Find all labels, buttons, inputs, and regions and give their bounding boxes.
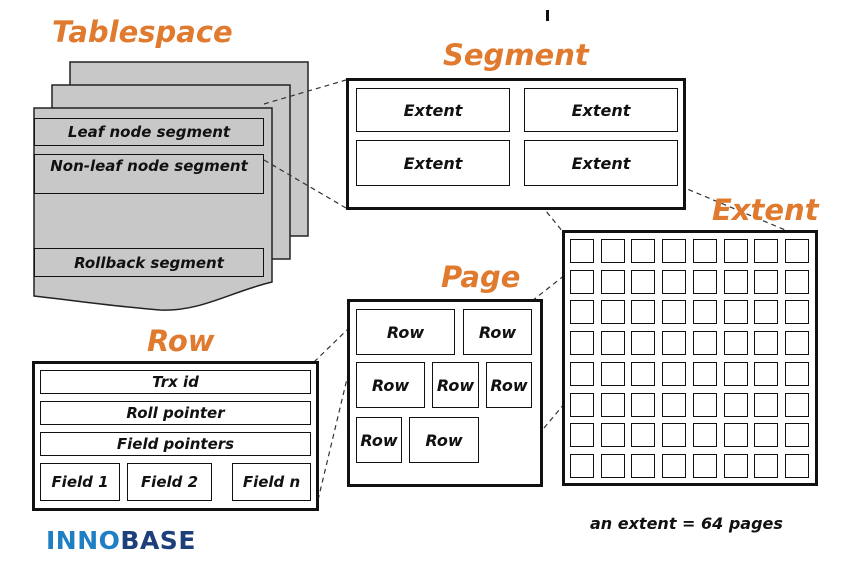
extent-page-cell (570, 239, 594, 263)
extent-page-cell (570, 423, 594, 447)
non-leaf-node-segment: Non-leaf node segment (34, 154, 264, 194)
page-row: Row (432, 362, 479, 408)
extent-page-cell (570, 393, 594, 417)
extent-page-cell (754, 331, 778, 355)
extent-page-cell (662, 239, 686, 263)
extent-page-cell (785, 239, 809, 263)
page-row: Row (356, 309, 455, 355)
innobase-logo: INNOBASE (46, 526, 196, 555)
page-row: Row (486, 362, 532, 408)
extent-page-cell (785, 454, 809, 478)
extent-page-cell (693, 423, 717, 447)
extent-page-cell (754, 362, 778, 386)
tablespace-sheet-front (33, 107, 273, 311)
extent-page-cell (693, 362, 717, 386)
segment-extent: Extent (524, 88, 678, 132)
extent-page-cell (724, 393, 748, 417)
page-row: Row (409, 417, 479, 463)
extent-page-cell (631, 393, 655, 417)
extent-page-cell (601, 454, 625, 478)
extent-page-cell (754, 270, 778, 294)
row-trx-id: Trx id (40, 370, 311, 394)
extent-page-cell (570, 331, 594, 355)
extent-page-cell (754, 300, 778, 324)
extent-page-cell (662, 270, 686, 294)
extent-page-cell (662, 454, 686, 478)
extent-page-cell (693, 331, 717, 355)
extent-page-cell (662, 423, 686, 447)
segment-extent: Extent (356, 140, 510, 186)
leaf-node-segment: Leaf node segment (34, 118, 264, 146)
page-row: Row (356, 417, 402, 463)
extent-page-cell (754, 454, 778, 478)
extent-page-cell (570, 300, 594, 324)
extent-page-cell (631, 300, 655, 324)
extent-page-cell (693, 393, 717, 417)
extent-page-cell (724, 331, 748, 355)
extent-page-cell (785, 362, 809, 386)
extent-page-cell (601, 270, 625, 294)
extent-page-cell (631, 454, 655, 478)
extent-page-cell (785, 300, 809, 324)
extent-page-cell (631, 362, 655, 386)
extent-page-cell (724, 454, 748, 478)
extent-page-cell (631, 423, 655, 447)
extent-page-cell (570, 454, 594, 478)
page-row: Row (463, 309, 532, 355)
page-title: Page (441, 260, 521, 294)
page-row: Row (356, 362, 425, 408)
extent-page-cell (724, 362, 748, 386)
logo-part-inno: INNO (46, 526, 121, 555)
extent-page-cell (601, 300, 625, 324)
extent-page-cell (662, 300, 686, 324)
extent-page-cell (601, 239, 625, 263)
extent-page-cell (724, 270, 748, 294)
row-title: Row (147, 324, 215, 358)
extent-page-cell (693, 300, 717, 324)
extent-page-cell (785, 331, 809, 355)
extent-page-cell (785, 423, 809, 447)
extent-page-cell (693, 239, 717, 263)
extent-page-cell (662, 331, 686, 355)
segment-extent: Extent (356, 88, 510, 132)
extent-note: an extent = 64 pages (590, 514, 783, 533)
extent-page-cell (662, 362, 686, 386)
extent-title: Extent (712, 193, 819, 227)
extent-page-cell (724, 300, 748, 324)
extent-page-cell (754, 239, 778, 263)
extent-page-cell (631, 270, 655, 294)
extent-page-cell (601, 331, 625, 355)
extent-page-cell (570, 362, 594, 386)
logo-part-base: BASE (120, 526, 196, 555)
extent-page-cell (724, 423, 748, 447)
row-field-2: Field 2 (127, 463, 212, 501)
extent-frame (562, 230, 818, 486)
segment-extent: Extent (524, 140, 678, 186)
extent-page-cell (785, 393, 809, 417)
extent-page-cell (631, 331, 655, 355)
extent-page-cell (601, 423, 625, 447)
extent-page-cell (754, 423, 778, 447)
row-field-n: Field n (232, 463, 311, 501)
extent-page-cell (693, 270, 717, 294)
row-field-1: Field 1 (40, 463, 120, 501)
segment-title: Segment (443, 38, 589, 72)
row-field-pointers: Field pointers (40, 432, 311, 456)
extent-page-cell (724, 239, 748, 263)
extent-page-cell (785, 270, 809, 294)
extent-page-cell (754, 393, 778, 417)
row-roll-pointer: Roll pointer (40, 401, 311, 425)
extent-page-cell (662, 393, 686, 417)
extent-page-cell (631, 239, 655, 263)
cursor-mark (546, 10, 549, 21)
tablespace-title: Tablespace (52, 15, 233, 49)
extent-page-cell (693, 454, 717, 478)
extent-page-cell (601, 393, 625, 417)
extent-page-cell (601, 362, 625, 386)
extent-page-cell (570, 270, 594, 294)
rollback-segment: Rollback segment (34, 248, 264, 277)
